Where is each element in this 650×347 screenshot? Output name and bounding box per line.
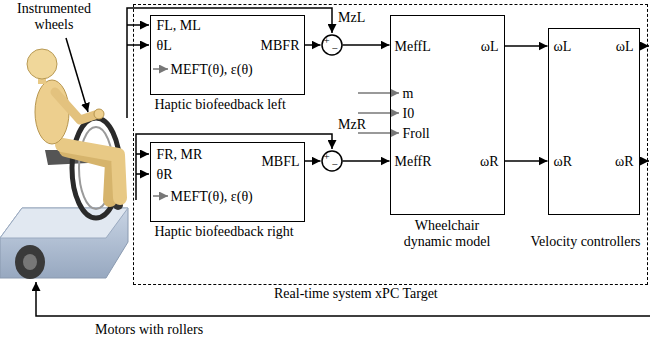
block-title: Wheelchair dynamic model	[391, 218, 504, 250]
signal-wire	[136, 153, 149, 155]
sign-symbol: +	[324, 35, 330, 46]
callout-label: Instrumented wheels	[2, 1, 106, 33]
signal-name: MEFT(θ), ε(θ)	[171, 62, 253, 78]
callout-label: Motors with rollers	[95, 322, 203, 338]
signal-name: θL	[157, 38, 172, 54]
person-hand	[94, 109, 104, 119]
parameter-arrow	[153, 195, 168, 197]
parameter-arrow	[358, 92, 399, 94]
signal-name: Froll	[403, 126, 430, 142]
signal-arrow	[305, 160, 321, 162]
signal-name: ωL	[481, 39, 499, 55]
leader-arrow	[66, 38, 88, 112]
roller-platform	[0, 208, 128, 278]
signal-arrow	[343, 160, 390, 162]
junction-circle	[322, 151, 342, 171]
process-box: FL, MLθLMEFT(θ), ε(θ)MBFRHaptic biofeedb…	[150, 15, 305, 95]
person-arm	[55, 92, 98, 120]
signal-name: FL, ML	[157, 18, 201, 34]
block-title: Velocity controllers	[531, 234, 641, 250]
realtime-region: FL, ML θL MEFT(θ), ε(θ) MBFR Haptic biofeedb…	[133, 4, 648, 285]
signal-name: ωR	[554, 154, 573, 170]
signal-wire	[127, 44, 149, 46]
process-box: MeffLωLmI0FrollMeffRωRWheelchair dynamic…	[390, 15, 505, 215]
block-title: Real-time system xPC Target	[274, 286, 438, 302]
feedback-wire	[36, 282, 650, 316]
signal-wire	[136, 173, 149, 175]
sign-symbol: −	[332, 159, 338, 170]
parameter-arrow	[153, 68, 168, 70]
signal-arrow	[505, 45, 548, 47]
signal-name: MEFT(θ), ε(θ)	[171, 189, 253, 205]
signal-name: I0	[403, 106, 415, 122]
signal-name: ωL	[554, 39, 572, 55]
parameter-arrow	[358, 132, 399, 134]
junction-circle	[322, 35, 342, 55]
signal-wire	[127, 8, 332, 118]
signal-name: MBFL	[261, 154, 299, 170]
signal-arrow	[305, 44, 321, 46]
summing-junction: +−	[321, 34, 343, 56]
signal-name: ωR	[615, 154, 634, 170]
signal-name: MBFR	[261, 38, 300, 54]
block-title: Haptic biofeedback left	[155, 97, 286, 113]
process-box: FR, MRθRMEFT(θ), ε(θ)MBFLHaptic biofeedb…	[150, 142, 305, 222]
sign-symbol: +	[324, 151, 330, 162]
signal-name: MeffR	[395, 154, 432, 170]
signal-wire	[127, 24, 149, 26]
signal-name: MzL	[338, 10, 365, 26]
sign-symbol: −	[332, 43, 338, 54]
signal-arrow	[505, 160, 548, 162]
signal-name: MeffL	[395, 39, 431, 55]
signal-name: ωR	[480, 154, 499, 170]
person-leg	[62, 145, 120, 198]
roller-hub	[23, 254, 37, 270]
block-title: Haptic biofeedback right	[155, 224, 294, 240]
parameter-arrow	[358, 112, 399, 114]
signal-name: FR, MR	[157, 147, 203, 163]
summing-junction: +−	[321, 150, 343, 172]
signal-name: m	[403, 86, 414, 102]
signal-name: MzR	[338, 117, 366, 133]
signal-arrow	[343, 44, 390, 46]
signal-name: ωL	[616, 39, 634, 55]
signal-name: θR	[157, 167, 173, 183]
person-head	[27, 49, 57, 79]
process-box: ωLωLωRωRVelocity controllers	[548, 28, 640, 215]
motor-roller	[15, 245, 45, 279]
